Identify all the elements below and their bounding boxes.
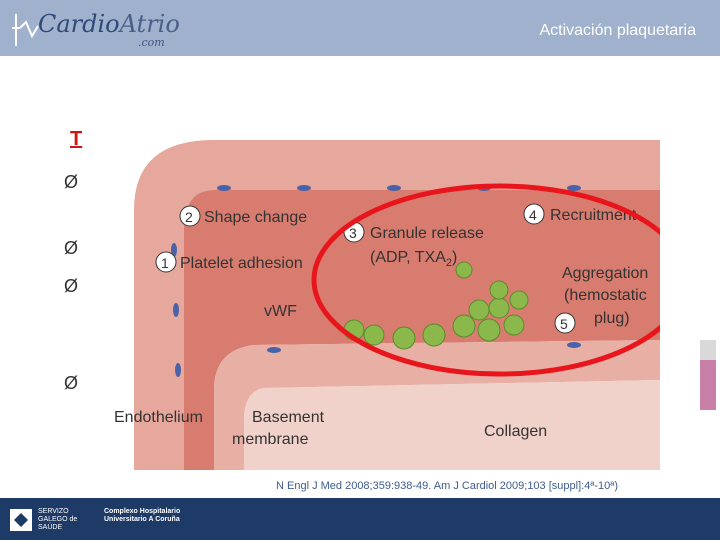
step-5-subtitle1: (hemostatic: [564, 287, 647, 304]
footer-org2: Complexo Hospitalario Universitario A Co…: [104, 508, 181, 523]
bullet-icon: Ø: [64, 238, 79, 258]
bullet-icon: Ø: [64, 172, 79, 192]
step-1-label: Platelet adhesion: [180, 255, 303, 272]
step-2-number: 2: [185, 209, 193, 225]
cardioatrio-logo: [12, 14, 39, 46]
logo-com: .com: [138, 36, 165, 49]
heading-initial: T: [70, 128, 83, 150]
step-2-label: Shape change: [204, 209, 307, 226]
header-bar: CardioAtrio .com Activación plaquetaria: [0, 0, 720, 56]
step-5-subtitle2: plug): [594, 310, 630, 327]
basement-label: Basement: [252, 409, 325, 426]
step-1-number: 1: [161, 255, 169, 271]
vwf-label: vWF: [264, 303, 297, 320]
step-3-subtitle: (ADP, TXA2): [370, 249, 457, 269]
sergas-logo-icon: [10, 509, 32, 531]
bullet-icon: Ø: [64, 276, 79, 296]
logo-text: CardioAtrio: [38, 10, 180, 38]
collagen-label: Collagen: [484, 423, 547, 440]
highlight-ellipse: [311, 183, 660, 377]
footer-org1: SERVIZO GALEGO de SAÚDE: [38, 508, 78, 531]
citation: N Engl J Med 2008;359:938-49. Am J Cardi…: [276, 480, 619, 492]
platelet-activation-diagram: 2 Shape change 1 Platelet adhesion 3 Gra…: [104, 130, 660, 480]
step-5-number: 5: [560, 316, 568, 332]
slide-title: Activación plaquetaria: [539, 22, 696, 39]
membrane-label: membrane: [232, 431, 309, 448]
side-image-strip-gray: [700, 340, 716, 360]
step-3-label: Granule release: [370, 225, 484, 242]
bullet-icon: Ø: [64, 373, 79, 393]
endothelium-label: Endothelium: [114, 409, 203, 426]
step-5-label: Aggregation: [562, 265, 648, 282]
step-3-number: 3: [349, 225, 357, 241]
step-4-number: 4: [529, 207, 537, 223]
footer-bar: [0, 498, 720, 540]
step-4-label: Recruitment: [550, 207, 637, 224]
